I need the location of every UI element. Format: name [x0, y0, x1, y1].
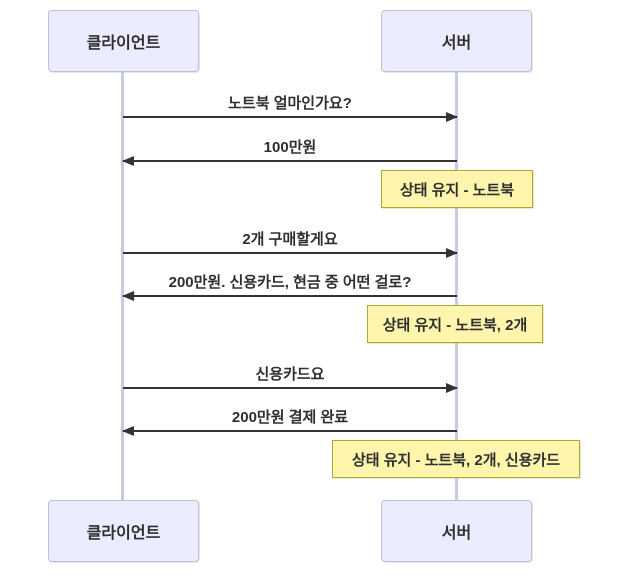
message-5-label: 신용카드요 — [255, 366, 325, 383]
message-3: 2개 구매할게요 — [123, 231, 458, 258]
message-3-arrow — [123, 248, 458, 258]
note-1-label: 상태 유지 - 노트북 — [399, 181, 515, 199]
message-6-label: 200만원 결제 완료 — [231, 409, 349, 426]
actor-server-bottom: 서버 — [381, 500, 532, 562]
lifeline-client — [121, 72, 124, 501]
arrowhead-left-icon — [122, 156, 134, 166]
message-4: 200만원. 신용카드, 현금 중 어떤 걸로? — [122, 274, 457, 301]
actor-client-label: 클라이언트 — [86, 525, 161, 542]
message-1-label: 노트북 얼마인가요? — [228, 95, 352, 112]
actor-server-label: 서버 — [441, 525, 472, 542]
message-4-label: 200만원. 신용카드, 현금 중 어떤 걸로? — [168, 274, 412, 291]
message-5-arrow — [123, 383, 458, 393]
arrowhead-left-icon — [122, 426, 134, 436]
message-6: 200만원 결제 완료 — [122, 409, 457, 436]
actor-client-label: 클라이언트 — [86, 35, 161, 52]
message-2: 100만원 — [122, 139, 457, 166]
message-2-label: 100만원 — [263, 139, 317, 156]
arrowhead-right-icon — [446, 383, 458, 393]
note-1: 상태 유지 - 노트북 — [381, 170, 533, 208]
message-5: 신용카드요 — [123, 366, 458, 393]
arrowhead-right-icon — [446, 112, 458, 122]
message-4-arrow — [122, 291, 457, 301]
note-3: 상태 유지 - 노트북, 2개, 신용카드 — [332, 440, 580, 478]
arrowhead-right-icon — [446, 248, 458, 258]
message-1: 노트북 얼마인가요? — [123, 95, 458, 122]
actor-server-label: 서버 — [441, 35, 472, 52]
message-6-arrow — [122, 426, 457, 436]
note-3-label: 상태 유지 - 노트북, 2개, 신용카드 — [351, 451, 561, 469]
note-2-label: 상태 유지 - 노트북, 2개 — [382, 316, 528, 334]
lifeline-server — [455, 72, 458, 501]
message-2-arrow — [122, 156, 457, 166]
message-1-arrow — [123, 112, 458, 122]
actor-server-top: 서버 — [381, 10, 532, 72]
arrowhead-left-icon — [122, 291, 134, 301]
note-2: 상태 유지 - 노트북, 2개 — [367, 305, 543, 343]
message-3-label: 2개 구매할게요 — [242, 231, 338, 248]
actor-client-bottom: 클라이언트 — [48, 500, 199, 562]
actor-client-top: 클라이언트 — [48, 10, 199, 72]
